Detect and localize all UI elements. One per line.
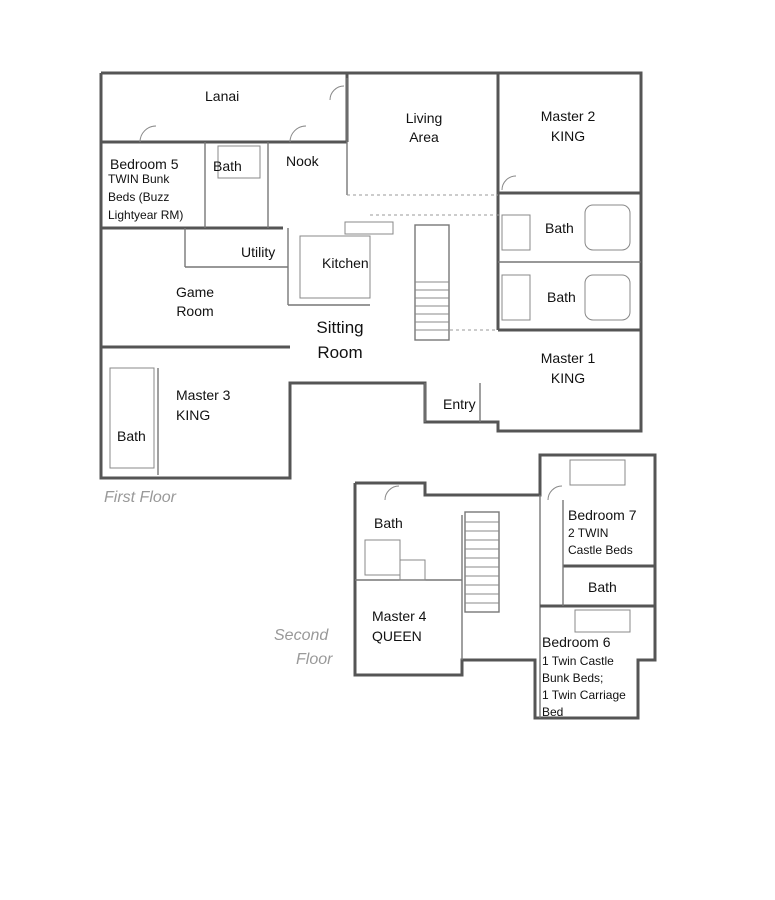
bedroom5-line1: TWIN Bunk bbox=[108, 172, 170, 186]
master4-line1: Master 4 bbox=[372, 608, 427, 624]
bedroom6-line1: 1 Twin Castle bbox=[542, 654, 614, 668]
lanai-label: Lanai bbox=[205, 88, 240, 104]
game-room-line1: Game bbox=[175, 284, 215, 300]
bath-master1-label: Bath bbox=[547, 289, 576, 305]
bedroom5-title: Bedroom 5 bbox=[110, 156, 179, 172]
bedroom6-line3: 1 Twin Carriage bbox=[542, 688, 626, 702]
sitting-room-line1: Sitting bbox=[316, 318, 364, 337]
bedroom7-title: Bedroom 7 bbox=[568, 507, 637, 523]
entry-label: Entry bbox=[443, 396, 476, 412]
bath-master2-label: Bath bbox=[545, 220, 574, 236]
bedroom7-line2: Castle Beds bbox=[568, 543, 633, 557]
second-floor-walls bbox=[353, 453, 657, 720]
master2-line2: KING bbox=[550, 128, 586, 144]
bedroom6-line4: Bed bbox=[542, 705, 564, 719]
master3-line2: KING bbox=[176, 407, 211, 423]
master2-line1: Master 2 bbox=[540, 108, 596, 124]
bath-bedroom6-label: Bath bbox=[588, 579, 617, 595]
bath-master3-label: Bath bbox=[117, 428, 146, 444]
bedroom6-line2: Bunk Beds; bbox=[542, 671, 604, 685]
bedroom6-title: Bedroom 6 bbox=[542, 634, 611, 650]
bedroom7-line1: 2 TWIN bbox=[568, 526, 609, 540]
master3-line1: Master 3 bbox=[176, 387, 231, 403]
bath-bedroom5-label: Bath bbox=[213, 158, 242, 174]
living-area-line2: Area bbox=[409, 129, 439, 145]
living-area-line1: Living bbox=[405, 110, 443, 126]
first-floor-label: First Floor bbox=[104, 489, 176, 506]
master1-line2: KING bbox=[550, 370, 586, 386]
second-floor-label-line2: Floor bbox=[296, 651, 333, 668]
bath-master4-label: Bath bbox=[374, 515, 403, 531]
bedroom5-line3: Lightyear RM) bbox=[108, 208, 184, 222]
bedroom5-line2: Beds (Buzz bbox=[108, 190, 170, 204]
first-floor-walls bbox=[99, 71, 643, 480]
nook-label: Nook bbox=[286, 153, 319, 169]
master4-line2: QUEEN bbox=[372, 628, 422, 644]
kitchen-label: Kitchen bbox=[322, 255, 369, 271]
game-room-line2: Room bbox=[176, 303, 214, 319]
second-floor-label-line1: Second bbox=[274, 627, 329, 644]
sitting-room-line2: Room bbox=[317, 343, 363, 362]
master1-line1: Master 1 bbox=[540, 350, 596, 366]
utility-label: Utility bbox=[241, 244, 276, 260]
